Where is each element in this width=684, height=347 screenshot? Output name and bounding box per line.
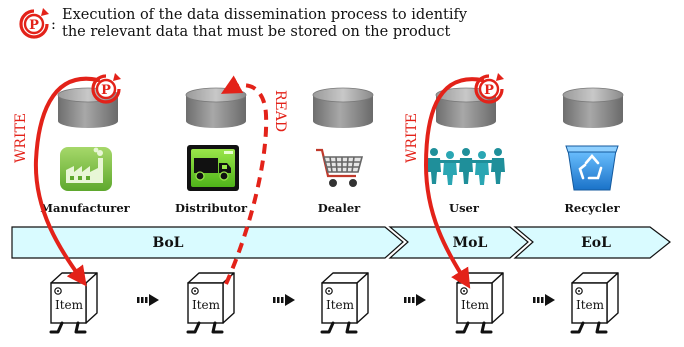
people-chain-icon (427, 148, 505, 185)
op-label-write-2: WRITE (404, 113, 420, 163)
svg-text:P: P (484, 83, 494, 98)
process-p-icon: P (474, 71, 506, 104)
svg-text:P: P (29, 18, 39, 33)
read-arrow-distributor (220, 75, 269, 285)
legend-line-2: the relevant data that must be stored on… (62, 24, 451, 40)
phase-eol (513, 226, 671, 259)
item-box: Item (186, 271, 236, 334)
recycle-bin-icon (565, 145, 619, 191)
phase-mol (388, 226, 529, 259)
write-arrow-manufacturer (33, 76, 100, 287)
actor-label-manufacturer: Manufacturer (40, 201, 130, 215)
database-icon (312, 87, 374, 129)
process-p-icon: P (91, 71, 123, 104)
database-icon (562, 87, 624, 129)
flow-arrow-icon (137, 294, 159, 306)
actor-labels: Manufacturer Distributor Dealer User Rec… (40, 201, 620, 215)
svg-text:Item: Item (576, 298, 605, 312)
item-box: Item (570, 271, 620, 334)
actor-label-distributor: Distributor (175, 201, 248, 215)
truck-icon (187, 145, 239, 191)
legend: P : Execution of the data dissemination … (19, 6, 468, 40)
item-box: Item (455, 271, 505, 334)
phase-label-mol: MoL (453, 235, 488, 251)
phase-label-eol: EoL (581, 235, 611, 251)
actor-label-dealer: Dealer (318, 201, 361, 215)
svg-text:P: P (101, 83, 111, 98)
op-label-write-1: WRITE (13, 113, 29, 163)
item-box: Item (320, 271, 370, 334)
phase-label-bol: BoL (152, 235, 183, 251)
svg-text:Item: Item (461, 298, 490, 312)
flow-arrow-icon (273, 294, 295, 306)
op-label-read: READ (272, 90, 288, 132)
flow-arrow-icon (533, 294, 555, 306)
database-row (57, 87, 624, 129)
actor-label-user: User (449, 201, 480, 215)
svg-text:Item: Item (55, 298, 84, 312)
flow-arrow-icon (404, 294, 426, 306)
svg-text:Item: Item (326, 298, 355, 312)
legend-line-1: Execution of the data dissemination proc… (62, 7, 468, 23)
svg-text:Item: Item (192, 298, 221, 312)
legend-separator: : (51, 17, 56, 33)
database-icon (185, 87, 247, 129)
write-arrow-user (423, 77, 484, 289)
phase-bar: BoL MoL EoL (11, 226, 671, 259)
item-box: Item (49, 271, 99, 334)
item-row: Item Item Item Item Item (49, 271, 620, 334)
shopping-cart-icon (316, 148, 364, 188)
process-p-icon: P (19, 6, 51, 39)
phase-bol (11, 226, 404, 259)
actor-label-recycler: Recycler (564, 201, 620, 215)
factory-icon (60, 147, 112, 191)
